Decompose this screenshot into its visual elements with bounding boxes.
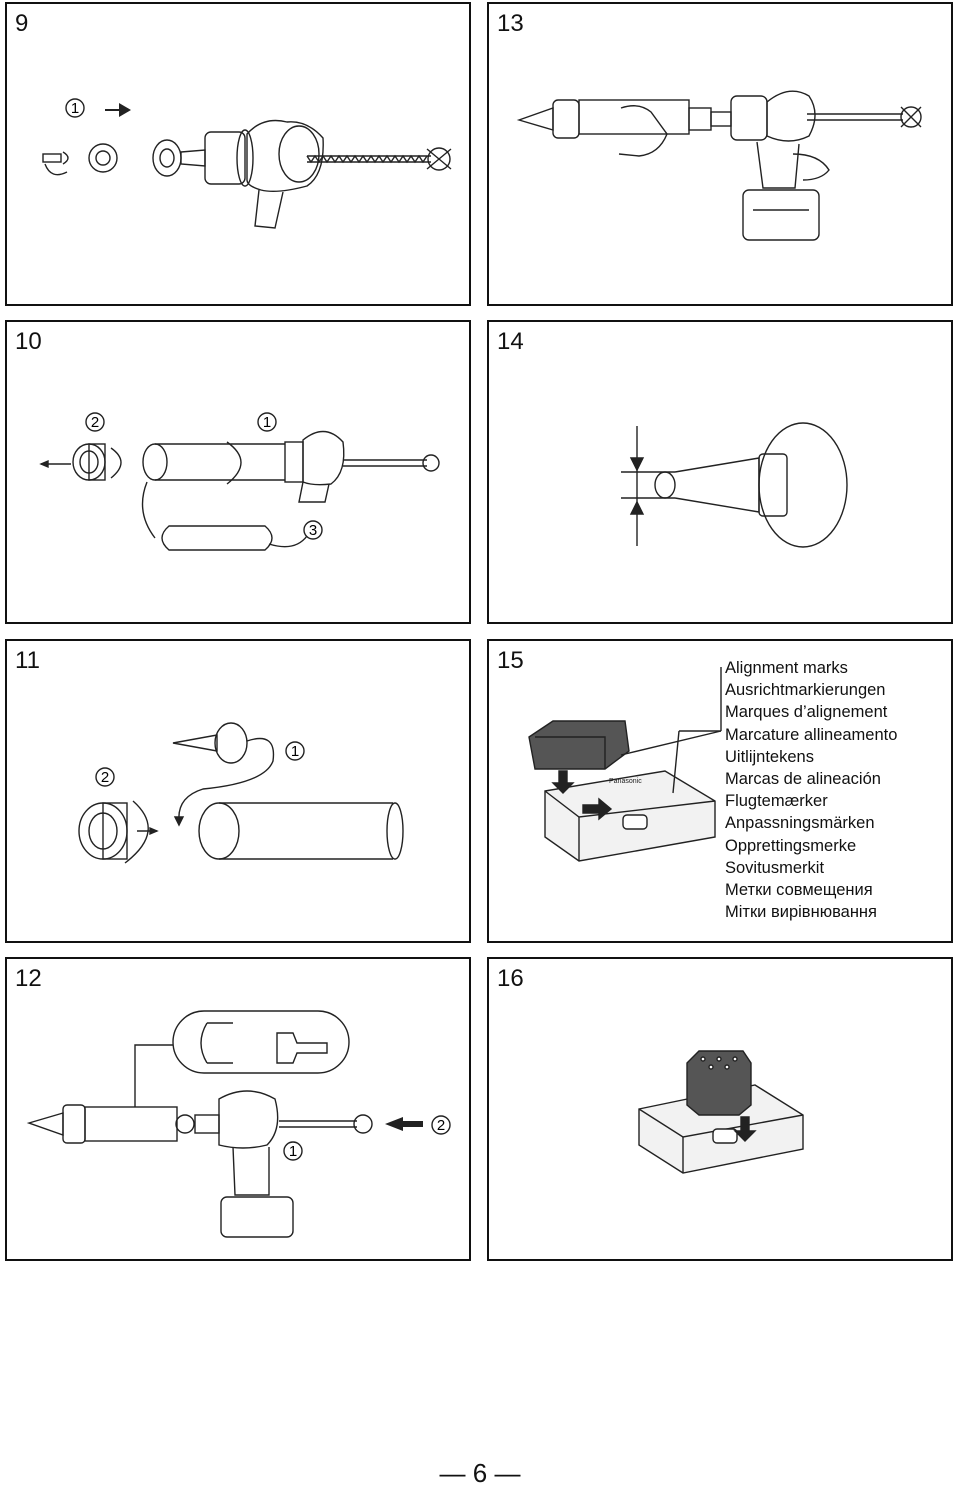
callout-3: 3	[309, 522, 317, 539]
figure-number: 16	[497, 965, 524, 992]
callout-1: 1	[291, 743, 299, 760]
callout-circle	[65, 98, 85, 118]
battery-charging-illustration	[638, 1050, 804, 1174]
nozzle-adapter-removal-illustration: 1	[42, 98, 452, 229]
plunger-push-illustration: 2 1	[26, 1010, 451, 1238]
nozzle-cutting-illustration	[621, 422, 848, 548]
legend-line: Opprettingsmerke	[725, 836, 857, 855]
legend-line: Мітки вирівнювання	[725, 903, 877, 922]
figure-number: 10	[15, 328, 42, 355]
callout-1: 1	[263, 414, 271, 431]
figure-number: 9	[15, 10, 29, 37]
figure-number: 13	[497, 10, 524, 37]
callout-1: 1	[289, 1143, 297, 1160]
callout-2: 2	[437, 1117, 445, 1134]
callout-2: 2	[101, 769, 109, 786]
legend-line: Ausrichtmarkierungen	[725, 681, 886, 700]
battery-charger-alignment-illustration: Panasonic	[528, 667, 722, 862]
cartridge-cap-assembly-illustration: 2 1	[78, 722, 404, 864]
legend-line: Marcature allineamento	[725, 725, 898, 744]
legend-line: Метки совмещения	[725, 881, 873, 900]
figure-12-panel: 12 2 1	[5, 957, 471, 1261]
legend-line: Sovitusmerkit	[725, 858, 825, 877]
cartridge-insertion-illustration	[516, 90, 922, 241]
alignment-marks-legend: Alignment marks Ausrichtmarkierungen Mar…	[725, 657, 897, 923]
figure-11-panel: 11 2 1	[5, 639, 471, 943]
charger-brand: Panasonic	[609, 778, 642, 785]
legend-line: Uitlijntekens	[725, 747, 814, 766]
figure-9-panel: 9	[5, 2, 471, 306]
legend-line: Marcas de alineación	[725, 770, 881, 789]
figure-13-panel: 13	[487, 2, 953, 306]
legend-line: Anpassningsmärken	[725, 814, 875, 833]
page-number: — 6 —	[439, 1458, 521, 1488]
figure-number: 12	[15, 965, 42, 992]
arrow-icon	[385, 1117, 423, 1131]
figure-10-panel: 10	[5, 320, 471, 624]
legend-line: Marques d’alignement	[725, 703, 888, 722]
cap-removal-illustration: 2 1 3	[39, 412, 440, 551]
arrow-icon	[105, 103, 131, 117]
figure-14-panel: 14	[487, 320, 953, 624]
figure-number: 15	[497, 647, 524, 674]
figure-number: 14	[497, 328, 524, 355]
callout-2: 2	[91, 414, 99, 431]
legend-line: Alignment marks	[725, 659, 848, 677]
legend-line: Flugtemærker	[725, 792, 828, 811]
figure-number: 11	[15, 647, 40, 674]
figure-16-panel: 16	[487, 957, 953, 1261]
figure-15-panel: 15 Panasonic Alignment marks Ausrichtmar…	[487, 639, 953, 943]
callout-1: 1	[71, 100, 79, 117]
